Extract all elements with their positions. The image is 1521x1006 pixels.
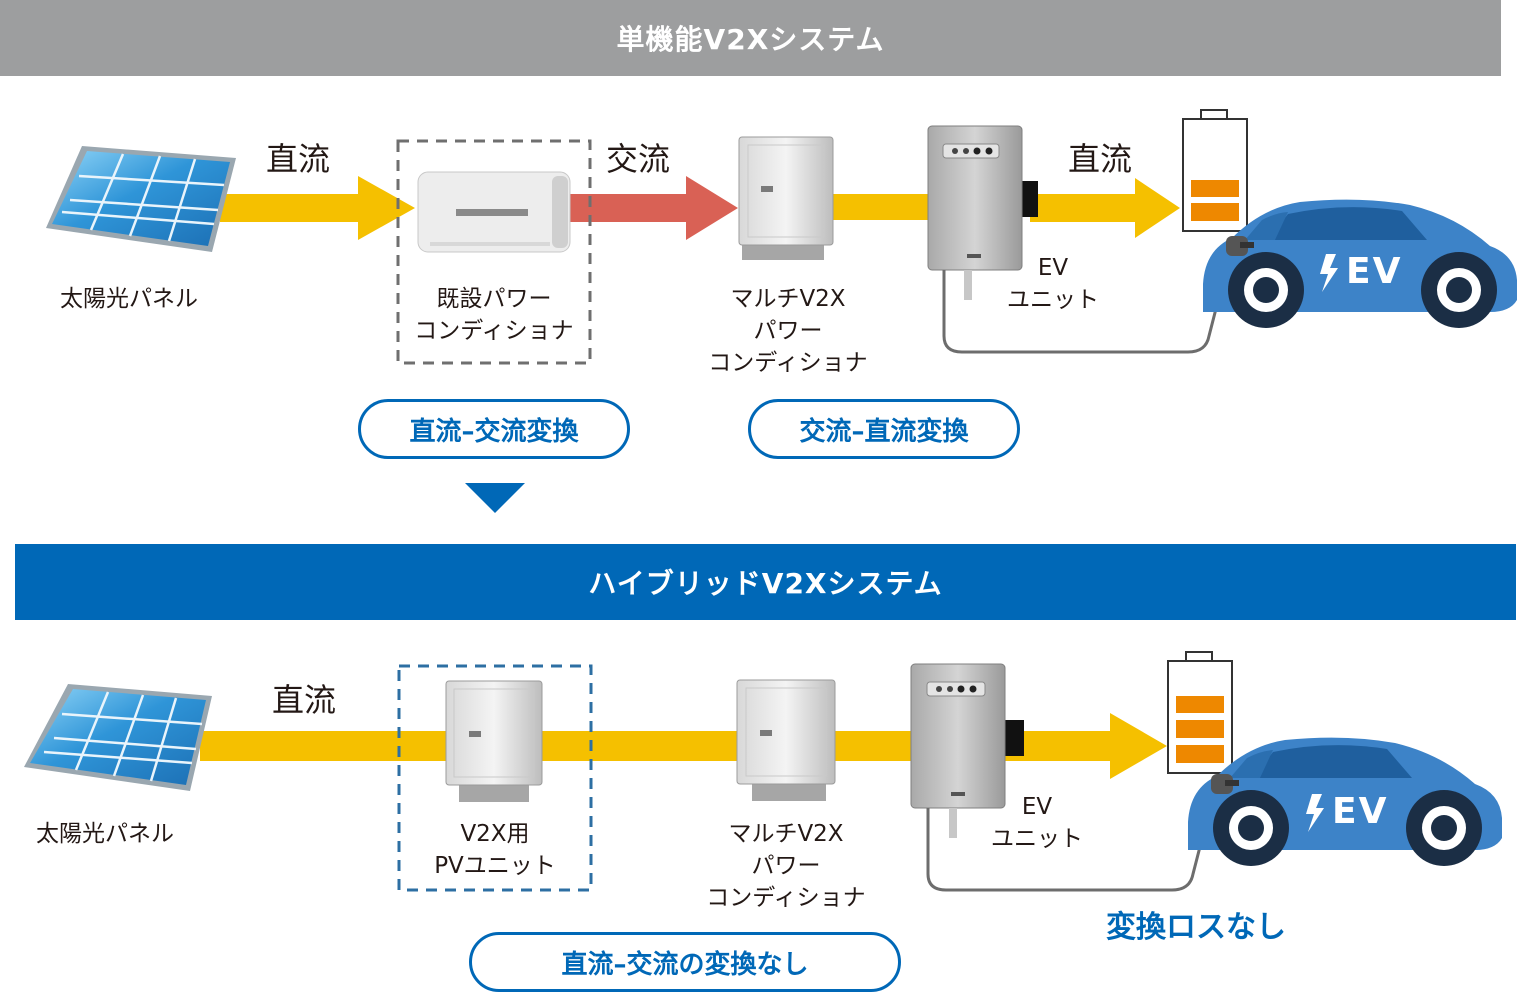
bottom-no-conversion-pill: 直流–交流の変換なし — [469, 932, 901, 992]
top-existing-pcs-frame — [396, 139, 592, 365]
top-dc-arrow-1 — [220, 176, 415, 240]
top-dc-bar — [832, 194, 932, 220]
bottom-multi-pcs-label-line-3: コンディショナ — [706, 885, 866, 911]
top-ev-unit-label-line-2: ユニット — [1007, 287, 1099, 313]
top-ac-dc-conversion-pill: 交流–直流変換 — [748, 399, 1020, 459]
bottom-car-ev-text: EV — [1332, 791, 1389, 832]
pv-unit-device — [445, 680, 543, 802]
top-ev-unit-label-line-1: EV — [1037, 255, 1069, 281]
top-battery-icon — [1182, 109, 1248, 232]
bottom-pv-unit-frame — [397, 664, 593, 892]
bottom-solar-label: 太陽光パネル — [36, 821, 174, 847]
bottom-multi-pcs-label-line-1: マルチV2X — [728, 821, 844, 847]
existing-pcs-label-line-1: 既設パワー — [436, 286, 552, 312]
top-ac-label: 交流 — [606, 140, 671, 178]
bottom-solar-panel-icon — [24, 684, 212, 791]
top-solar-label: 太陽光パネル — [60, 286, 198, 312]
top-multi-pcs-device — [738, 136, 834, 260]
pv-unit-label-line-2: PVユニット — [434, 853, 556, 879]
top-multi-pcs-label-line-2: パワー — [753, 318, 823, 344]
top-ac-arrow — [568, 176, 738, 240]
top-multi-pcs-label-line-1: マルチV2X — [730, 286, 846, 312]
bottom-dc-arrow — [200, 713, 1167, 779]
bottom-multi-pcs-label-line-2: パワー — [751, 853, 821, 879]
bottom-ev-unit-label-line-2: ユニット — [991, 826, 1083, 852]
hybrid-band: ハイブリッドV2Xシステム — [15, 544, 1516, 620]
bottom-ev-unit-label: EV ユニット — [984, 791, 1090, 855]
bottom-ev-car-icon — [1188, 737, 1502, 866]
top-dc-label-2: 直流 — [1068, 140, 1133, 178]
top-dc-ac-conversion-pill: 直流–交流変換 — [358, 399, 630, 459]
top-ev-car-icon — [1203, 199, 1517, 328]
top-ev-unit-device — [927, 125, 1230, 354]
top-dc-ac-pill-text: 直流–交流変換 — [409, 416, 579, 447]
top-ac-dc-pill-text: 交流–直流変換 — [799, 416, 969, 447]
existing-pcs-label-line-2: コンディショナ — [414, 318, 574, 344]
bottom-pv-unit-label: V2X用 PVユニット — [399, 818, 591, 882]
top-multi-pcs-label-line-3: コンディショナ — [708, 350, 868, 376]
top-dc-label-1: 直流 — [266, 140, 331, 178]
top-multi-pcs-label: マルチV2X パワー コンディショナ — [688, 283, 888, 379]
no-loss-label: 変換ロスなし — [1106, 910, 1286, 945]
top-existing-pcs-label: 既設パワー コンディショナ — [398, 283, 590, 347]
bottom-battery-icon — [1167, 651, 1233, 774]
bottom-no-conversion-pill-text: 直流–交流の変換なし — [561, 949, 809, 980]
bottom-multi-pcs-device — [736, 679, 836, 801]
top-solar-panel-icon — [46, 146, 236, 252]
existing-pcs-device — [417, 171, 571, 253]
hybrid-title: ハイブリッドV2Xシステム — [588, 567, 943, 600]
single-function-title: 単機能V2Xシステム — [616, 23, 885, 56]
top-ev-unit-label: EV ユニット — [1000, 252, 1106, 316]
bottom-dc-label: 直流 — [272, 681, 337, 719]
bottom-ev-unit-device — [910, 663, 1214, 892]
top-dc-arrow-2 — [1030, 178, 1180, 238]
pv-unit-label-line-1: V2X用 — [460, 821, 530, 847]
single-function-band: 単機能V2Xシステム — [0, 0, 1501, 76]
bottom-ev-unit-label-line-1: EV — [1021, 794, 1053, 820]
bottom-multi-pcs-label: マルチV2X パワー コンディショナ — [686, 818, 886, 914]
top-car-ev-text: EV — [1346, 251, 1403, 292]
down-arrow-icon — [465, 483, 525, 513]
